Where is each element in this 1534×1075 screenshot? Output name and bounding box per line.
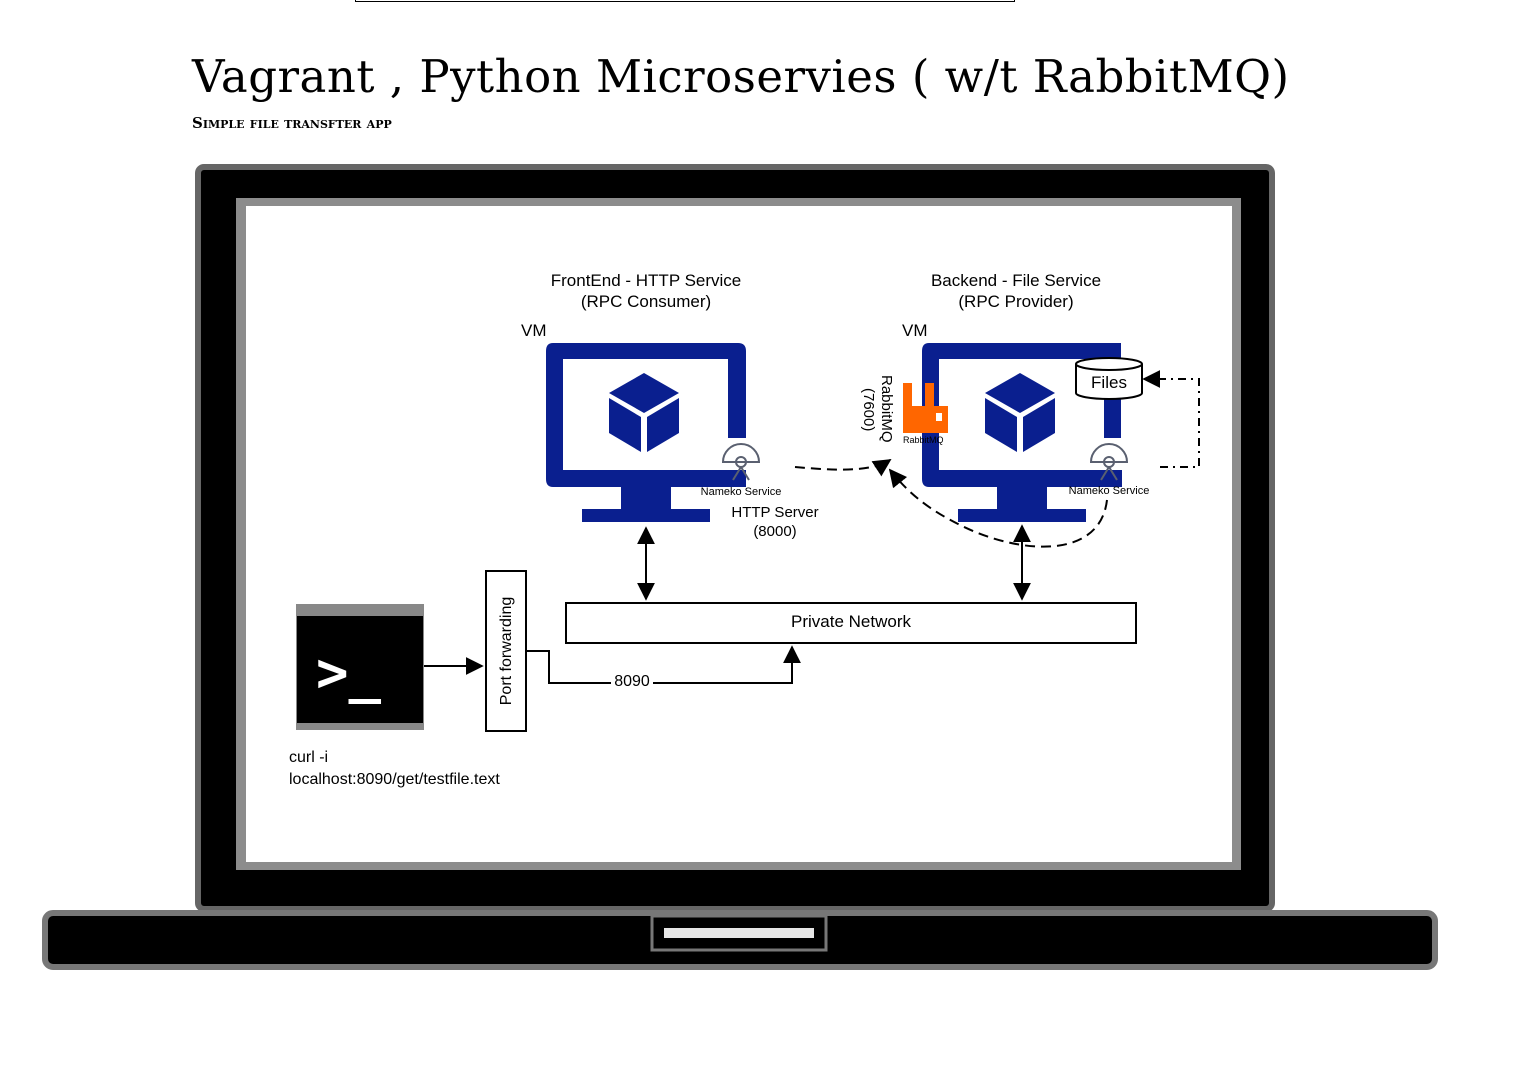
frontend-subtitle: (RPC Consumer) (581, 292, 711, 311)
frontend-monitor-icon (546, 343, 746, 522)
curl-command-line2: localhost:8090/get/testfile.text (289, 771, 500, 788)
rabbitmq-icon (903, 383, 948, 433)
backend-subtitle: (RPC Provider) (958, 292, 1073, 311)
backend-title: Backend - File Service (931, 271, 1101, 290)
backend-to-rabbitmq-connector (888, 468, 1108, 548)
backend-vm-label: VM (902, 321, 928, 340)
trackpad-notch (664, 928, 814, 938)
rabbitmq-port: (7600) (860, 388, 877, 431)
port-forwarding-to-network-connector (526, 645, 801, 684)
private-network-label: Private Network (791, 612, 911, 631)
files-label: Files (1091, 373, 1127, 392)
laptop-screen (246, 206, 1232, 862)
frontend-to-rabbitmq-connector (794, 459, 892, 477)
private-network-box (565, 602, 1137, 644)
http-server-label: HTTP Server (731, 504, 818, 521)
http-server-port: (8000) (753, 523, 796, 540)
files-database-icon (1075, 357, 1143, 400)
port-forwarding-label: Port forwarding (498, 597, 515, 706)
rabbitmq-logo-text: RabbitMQ (903, 435, 944, 445)
port-forwarding-box (485, 570, 527, 732)
page-title: Vagrant , Python Microservies ( w/t Rabb… (192, 50, 1290, 103)
terminal-icon (296, 604, 424, 730)
backend-cube-icon (985, 373, 1055, 452)
frontend-cube-icon (609, 373, 679, 452)
frontend-vm-label: VM (521, 321, 547, 340)
terminal-prompt: >_ (316, 641, 382, 704)
frontend-title: FrontEnd - HTTP Service (551, 271, 742, 290)
top-rule (355, 0, 1015, 2)
frontend-nameko-label: Nameko Service (701, 486, 782, 498)
rabbitmq-label: RabbitMQ (878, 375, 895, 443)
backend-nameko-label: Nameko Service (1069, 485, 1150, 497)
curl-command-line1: curl -i (289, 749, 328, 766)
frontend-nameko-icon (721, 443, 761, 481)
page-subtitle: Simple file transfter app (192, 114, 392, 132)
port-8090-label: 8090 (614, 673, 650, 690)
backend-nameko-icon (1089, 443, 1129, 481)
backend-to-files-connector (1142, 370, 1200, 468)
